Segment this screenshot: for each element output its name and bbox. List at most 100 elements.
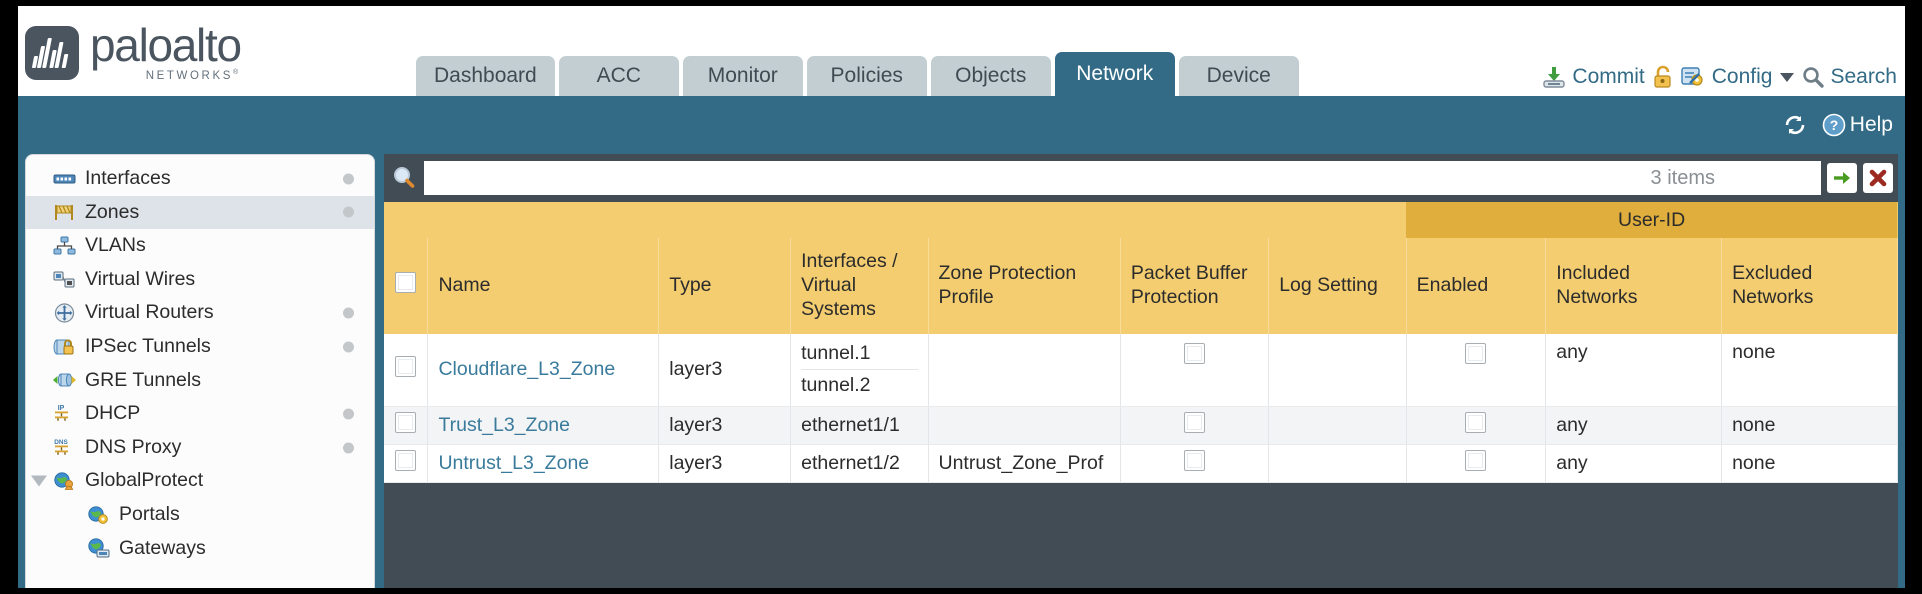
- sidebar-item-gateways[interactable]: Gateways: [26, 532, 374, 566]
- cell-log-setting: [1268, 406, 1407, 445]
- lock-button[interactable]: [1652, 65, 1674, 89]
- sidebar-item-virtual-routers[interactable]: Virtual Routers: [26, 296, 374, 330]
- sidebar-item-label: Portals: [119, 502, 180, 525]
- sidebar-item-label: GlobalProtect: [85, 469, 204, 492]
- tab-monitor[interactable]: Monitor: [682, 56, 803, 96]
- column-header-name[interactable]: Name: [427, 238, 660, 334]
- select-all-header[interactable]: [384, 238, 429, 334]
- brand-tagline: NETWORKS®: [145, 68, 241, 82]
- column-header-included-networks[interactable]: Included Networks: [1545, 238, 1723, 334]
- sidebar-item-label: DNS Proxy: [85, 435, 182, 458]
- sidebar-item-interfaces[interactable]: Interfaces: [26, 162, 374, 196]
- cell-name[interactable]: Untrust_L3_Zone: [427, 444, 660, 483]
- search-icon: [1801, 65, 1825, 89]
- row-checkbox[interactable]: [395, 411, 417, 433]
- cell-type: layer3: [658, 406, 792, 445]
- tab-objects[interactable]: Objects: [930, 56, 1051, 96]
- cell-name[interactable]: Cloudflare_L3_Zone: [427, 334, 660, 407]
- row-checkbox[interactable]: [395, 449, 417, 471]
- sidebar-item-globalprotect[interactable]: GlobalProtect: [26, 464, 374, 498]
- column-header-enabled[interactable]: Enabled: [1406, 238, 1547, 334]
- group-header-spacer: [384, 202, 1407, 238]
- interface-item: tunnel.1: [801, 338, 918, 371]
- commit-button[interactable]: Commit: [1541, 65, 1645, 89]
- portals-icon: [86, 504, 111, 526]
- tab-policies[interactable]: Policies: [806, 56, 927, 96]
- column-header-zone-protection-profile[interactable]: Zone Protection Profile: [928, 238, 1121, 334]
- search-button[interactable]: Search: [1801, 65, 1897, 89]
- packet-buffer-protection-checkbox[interactable]: [1184, 449, 1205, 471]
- cell-userid-enabled[interactable]: [1406, 334, 1547, 407]
- cell-packet-buffer-protection[interactable]: [1120, 406, 1270, 445]
- userid-enabled-checkbox[interactable]: [1465, 449, 1487, 471]
- sidebar-item-portals[interactable]: Portals: [26, 498, 374, 532]
- sidebar-item-virtual-wires[interactable]: Virtual Wires: [26, 263, 374, 297]
- vlans-icon: [52, 235, 77, 257]
- table-head: User-ID Name Type Interfaces / Virtual S…: [384, 202, 1898, 334]
- clear-filter-button[interactable]: [1863, 163, 1893, 193]
- interface-item: ethernet1/2: [801, 451, 900, 474]
- config-menu[interactable]: Config: [1681, 65, 1795, 89]
- cell-packet-buffer-protection[interactable]: [1120, 444, 1270, 483]
- row-select-cell[interactable]: [384, 444, 429, 483]
- brand-logo: paloalto NETWORKS®: [25, 22, 242, 82]
- cell-userid-enabled[interactable]: [1406, 444, 1547, 483]
- userid-enabled-checkbox[interactable]: [1465, 411, 1487, 433]
- filter-input[interactable]: [424, 161, 1821, 195]
- sidebar-item-label: DHCP: [85, 402, 141, 425]
- tab-device[interactable]: Device: [1178, 56, 1299, 96]
- row-select-cell[interactable]: [384, 406, 429, 445]
- userid-enabled-checkbox[interactable]: [1465, 343, 1487, 364]
- column-header-log-setting[interactable]: Log Setting: [1268, 238, 1407, 334]
- table-row[interactable]: Trust_L3_Zone layer3 ethernet1/1 any non: [384, 406, 1898, 445]
- svg-text:?: ?: [1830, 117, 1839, 133]
- cell-packet-buffer-protection[interactable]: [1120, 334, 1270, 407]
- help-button[interactable]: ? Help: [1822, 113, 1893, 137]
- column-header-type[interactable]: Type: [658, 238, 792, 334]
- zone-name-link[interactable]: Untrust_L3_Zone: [438, 451, 590, 474]
- sidebar-item-dhcp[interactable]: IP DHCP: [26, 397, 374, 431]
- select-all-checkbox[interactable]: [395, 272, 417, 294]
- refresh-icon[interactable]: [1782, 113, 1808, 137]
- sidebar-item-label: Interfaces: [85, 167, 171, 190]
- zone-name-link[interactable]: Cloudflare_L3_Zone: [438, 358, 616, 381]
- sidebar-item-dns-proxy[interactable]: DNS DNS Proxy: [26, 431, 374, 465]
- tab-network[interactable]: Network: [1054, 52, 1175, 96]
- config-icon: [1681, 65, 1707, 89]
- table-row[interactable]: Cloudflare_L3_Zone layer3 tunnel.1 tunne…: [384, 334, 1898, 407]
- table-body: Cloudflare_L3_Zone layer3 tunnel.1 tunne…: [384, 334, 1898, 483]
- interface-list: ethernet1/1: [801, 410, 917, 441]
- sidebar-item-vlans[interactable]: VLANs: [26, 229, 374, 263]
- column-header-excluded-networks[interactable]: Excluded Networks: [1721, 238, 1898, 334]
- sidebar-item-gre-tunnels[interactable]: GRE Tunnels: [26, 364, 374, 398]
- sidebar-nav: Interfaces Zones VLANs Vir: [25, 154, 375, 588]
- cell-userid-enabled[interactable]: [1406, 406, 1547, 445]
- zone-name-link[interactable]: Trust_L3_Zone: [438, 413, 570, 436]
- cell-interfaces: ethernet1/2: [790, 444, 929, 483]
- row-checkbox[interactable]: [395, 356, 417, 378]
- interface-item: tunnel.2: [801, 374, 871, 397]
- chevron-down-icon: [1780, 72, 1795, 82]
- apply-filter-button[interactable]: [1827, 163, 1857, 193]
- packet-buffer-protection-checkbox[interactable]: [1184, 343, 1205, 364]
- status-dot: [343, 442, 354, 454]
- cell-zone-protection-profile: [928, 406, 1121, 445]
- expander-triangle-icon[interactable]: [31, 475, 47, 487]
- body-region: Interfaces Zones VLANs Vir: [18, 154, 1905, 588]
- column-header-interfaces-virtual-systems[interactable]: Interfaces / Virtual Systems: [790, 238, 929, 334]
- filter-input-wrap: 3 items: [424, 161, 1821, 195]
- search-label: Search: [1830, 65, 1897, 88]
- column-header-packet-buffer-protection[interactable]: Packet Buffer Protection: [1120, 238, 1270, 334]
- sidebar-item-zones[interactable]: Zones: [26, 195, 374, 230]
- tab-dashboard[interactable]: Dashboard: [416, 56, 555, 96]
- sidebar-item-ipsec-tunnels[interactable]: IPSec Tunnels: [26, 330, 374, 364]
- cell-zone-protection-profile: [928, 334, 1121, 407]
- filter-search-icon[interactable]: [390, 164, 418, 192]
- cell-name[interactable]: Trust_L3_Zone: [427, 406, 660, 445]
- zones-icon: [52, 201, 77, 223]
- gateways-icon: [86, 537, 111, 559]
- table-row[interactable]: Untrust_L3_Zone layer3 ethernet1/2 Untru…: [384, 444, 1898, 483]
- tab-acc[interactable]: ACC: [558, 56, 679, 96]
- packet-buffer-protection-checkbox[interactable]: [1184, 411, 1205, 433]
- row-select-cell[interactable]: [384, 334, 429, 407]
